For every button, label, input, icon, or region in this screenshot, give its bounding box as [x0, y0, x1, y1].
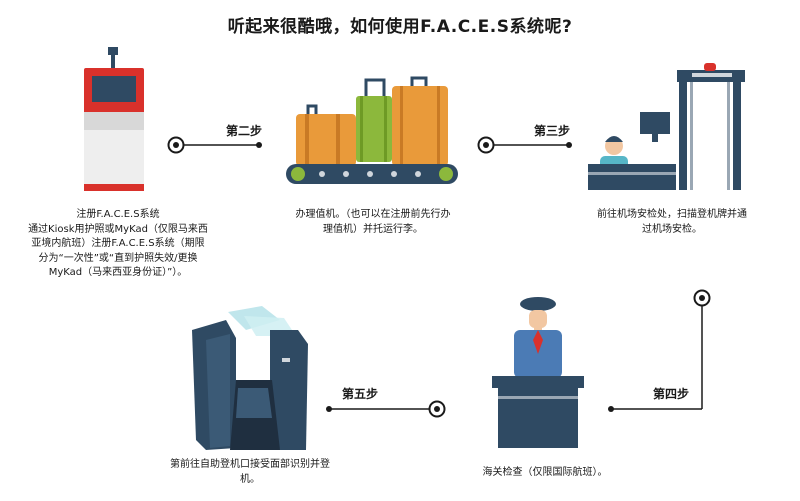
kiosk-icon	[84, 47, 144, 191]
step5-label: 第五步	[342, 387, 379, 401]
step3-caption: 前往机场安检处，扫描登机牌并通 过机场安检。	[582, 208, 762, 237]
page-title: 听起来很酷哦，如何使用F.A.C.E.S系统呢?	[227, 17, 573, 37]
luggage-conveyor-icon	[286, 76, 458, 184]
caption-line: 第前往自助登机口接受面部识别并登	[170, 459, 330, 470]
connector-step2-to-step3	[477, 136, 572, 154]
boarding-egate-icon	[192, 306, 308, 450]
caption-line: 分为“一次性”或“直到护照失效/更换	[38, 252, 198, 264]
connector-step4-to-step5	[326, 400, 446, 418]
caption-line: 前往机场安检处，扫描登机牌并通	[597, 209, 747, 220]
caption-line: 理值机）并托运行李。	[323, 223, 423, 235]
caption-line: 过机场安检。	[642, 223, 702, 235]
step5-caption: 第前往自助登机口接受面部识别并登 机。	[160, 458, 340, 487]
customs-officer-icon	[492, 297, 584, 448]
step2-label: 第二步	[226, 124, 263, 138]
step3-label: 第三步	[534, 124, 571, 138]
connector-step3-to-step4	[608, 289, 711, 412]
step4-caption: 海关检查（仅限国际航班）。	[470, 466, 620, 481]
security-checkpoint-icon	[588, 63, 745, 190]
caption-line: 办理值机。（也可以在注册前先行办	[295, 209, 451, 220]
caption-line: 亚境内航班）注册F.A.C.E.S系统（期限	[31, 238, 205, 249]
connector-step1-to-step2	[167, 136, 262, 154]
caption-line: 注册F.A.C.E.S系统	[76, 209, 160, 220]
caption-line: 海关检查（仅限国际航班）。	[482, 467, 608, 478]
caption-line: 通过Kiosk用护照或MyKad（仅限马来西	[28, 223, 208, 235]
caption-line: 机。	[240, 473, 260, 485]
step1-caption: 注册F.A.C.E.S系统 通过Kiosk用护照或MyKad（仅限马来西 亚境内…	[18, 208, 218, 281]
step2-caption: 办理值机。（也可以在注册前先行办 理值机）并托运行李。	[283, 208, 463, 237]
caption-line: MyKad（马来西亚身份证）”）。	[48, 267, 188, 278]
step4-label: 第四步	[653, 387, 690, 401]
